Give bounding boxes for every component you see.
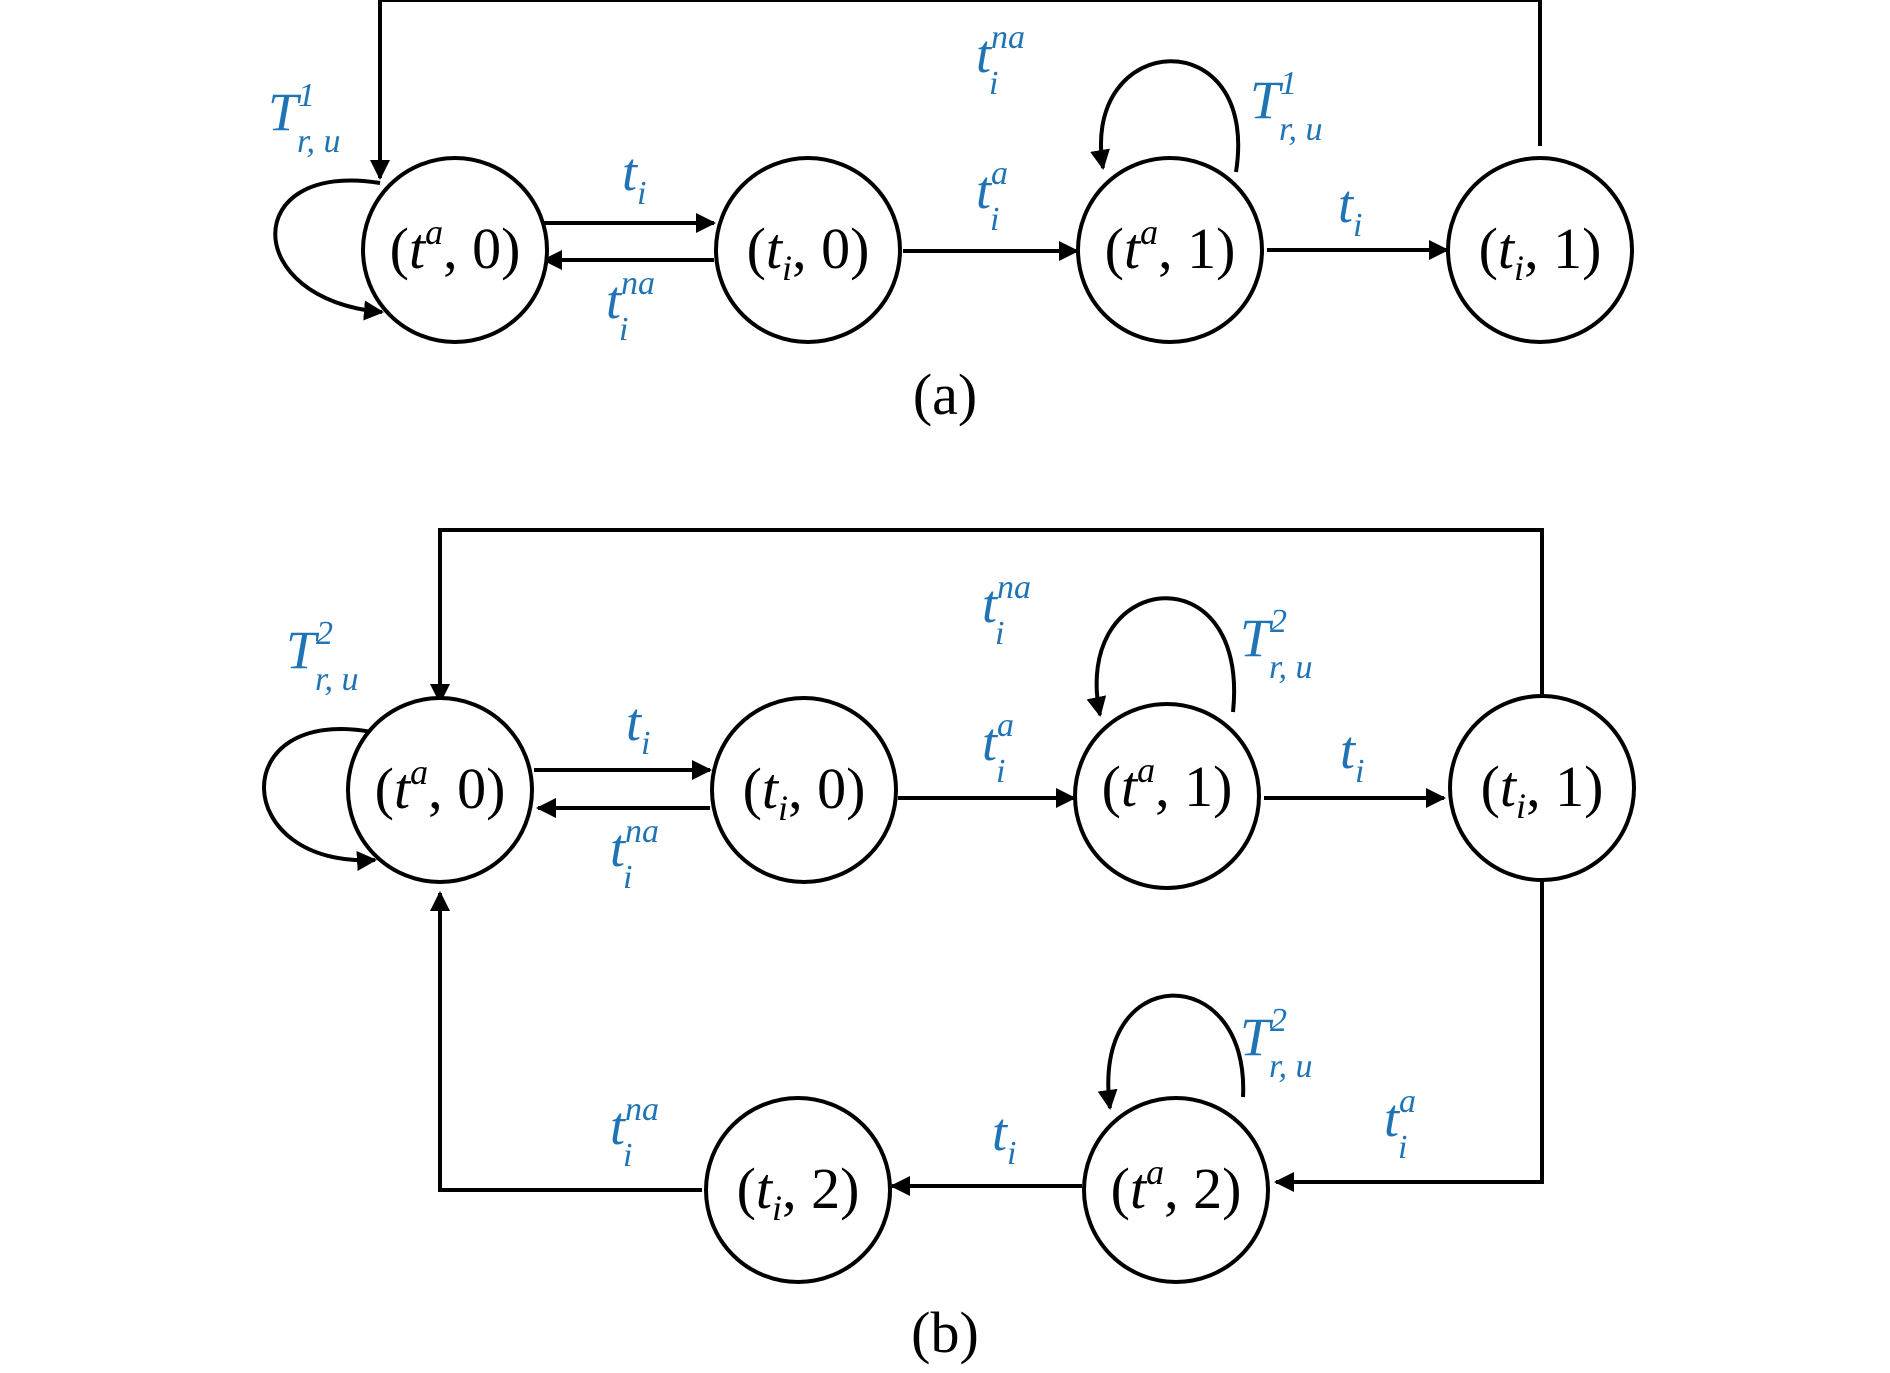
svg-text:(ta, 0): (ta, 0) bbox=[390, 212, 521, 281]
caption-a: (a) bbox=[913, 362, 977, 427]
node-b5: (ta, 2) bbox=[1082, 1096, 1270, 1284]
node-b0: (ta, 0) bbox=[346, 696, 534, 884]
node-b4: (ti, 2) bbox=[704, 1096, 892, 1284]
svg-text:(ti, 0): (ti, 0) bbox=[747, 216, 870, 288]
edge-a-self0 bbox=[273, 178, 384, 321]
panel-b: (ta, 0) (ti, 0) (ta, 1) (ti, 1) (ti, 2) … bbox=[262, 528, 1636, 1365]
svg-text:(ti, 1): (ti, 1) bbox=[1481, 754, 1604, 826]
edge-a-self2 bbox=[1090, 59, 1241, 173]
svg-text:(ta, 0): (ta, 0) bbox=[375, 752, 506, 821]
svg-text:(ti, 2): (ti, 2) bbox=[737, 1156, 860, 1228]
edge-b-self2 bbox=[1086, 596, 1237, 717]
svg-text:(ti, 1): (ti, 1) bbox=[1479, 216, 1602, 288]
label-a-01: ti bbox=[622, 142, 646, 212]
node-b2: (ta, 1) bbox=[1073, 702, 1261, 890]
edge-b-self0 bbox=[262, 727, 377, 871]
edge-b-40 bbox=[430, 891, 702, 1192]
node-a2: (ta, 1) bbox=[1076, 156, 1264, 344]
edge-b-35 bbox=[1274, 880, 1544, 1192]
label-b-01: ti bbox=[626, 692, 650, 762]
svg-text:(ta, 1): (ta, 1) bbox=[1102, 750, 1233, 819]
label-b-54: ti bbox=[992, 1102, 1016, 1172]
svg-text:(ta, 1): (ta, 1) bbox=[1105, 212, 1236, 281]
edge-b-self5 bbox=[1097, 993, 1246, 1110]
node-a3: (ti, 1) bbox=[1446, 156, 1634, 344]
node-b1: (ti, 0) bbox=[710, 696, 898, 884]
node-a1: (ti, 0) bbox=[714, 156, 902, 344]
edge-b-back bbox=[430, 528, 1544, 704]
edge-a-back bbox=[370, 0, 1542, 180]
caption-b: (b) bbox=[911, 1300, 979, 1365]
label-b-23: ti bbox=[1340, 720, 1364, 790]
node-b3: (ti, 1) bbox=[1448, 694, 1636, 882]
svg-text:(ti, 0): (ti, 0) bbox=[743, 756, 866, 828]
node-a0: (ta, 0) bbox=[361, 156, 549, 344]
label-a-23: ti bbox=[1338, 174, 1362, 244]
svg-text:(ta, 2): (ta, 2) bbox=[1111, 1152, 1242, 1221]
